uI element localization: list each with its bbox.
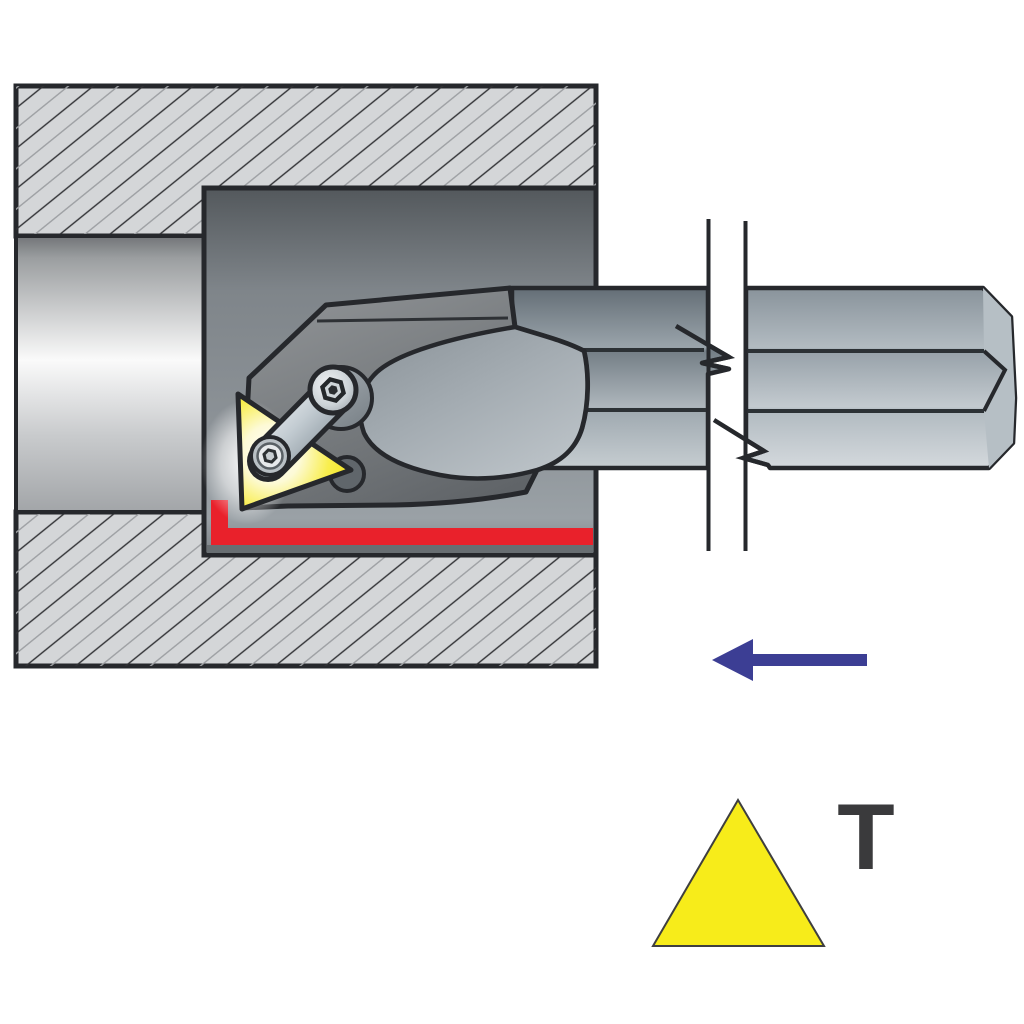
head-clamp-pocket-face (357, 324, 590, 481)
insert-screw-icon (249, 435, 291, 477)
feed-direction-arrow-icon (712, 639, 867, 681)
bar-end-cap-edge (982, 349, 1008, 412)
break-zigzag-right (712, 418, 770, 468)
clamp-screw-hex-bottom (328, 385, 338, 395)
pocket-floor-shadow (207, 545, 593, 553)
insert-shape-symbol: T (651, 784, 895, 947)
workpiece-top-hatching (16, 86, 596, 236)
insert-screw-hex-wall (265, 451, 275, 461)
bore-surface (14, 234, 206, 514)
head-chamfer-line (316, 316, 509, 323)
insert-shape-triangle-icon (651, 798, 826, 947)
workpiece-bottom-hatching (16, 512, 596, 666)
machined-surface-highlight (211, 500, 593, 545)
break-zigzag-left (674, 324, 736, 372)
insert-shape-letter: T (837, 784, 894, 889)
clamp-screw-icon (307, 364, 359, 416)
bar-end-cap (983, 288, 1015, 468)
break-symbol (674, 219, 770, 551)
bar-right-segment (740, 285, 1018, 471)
